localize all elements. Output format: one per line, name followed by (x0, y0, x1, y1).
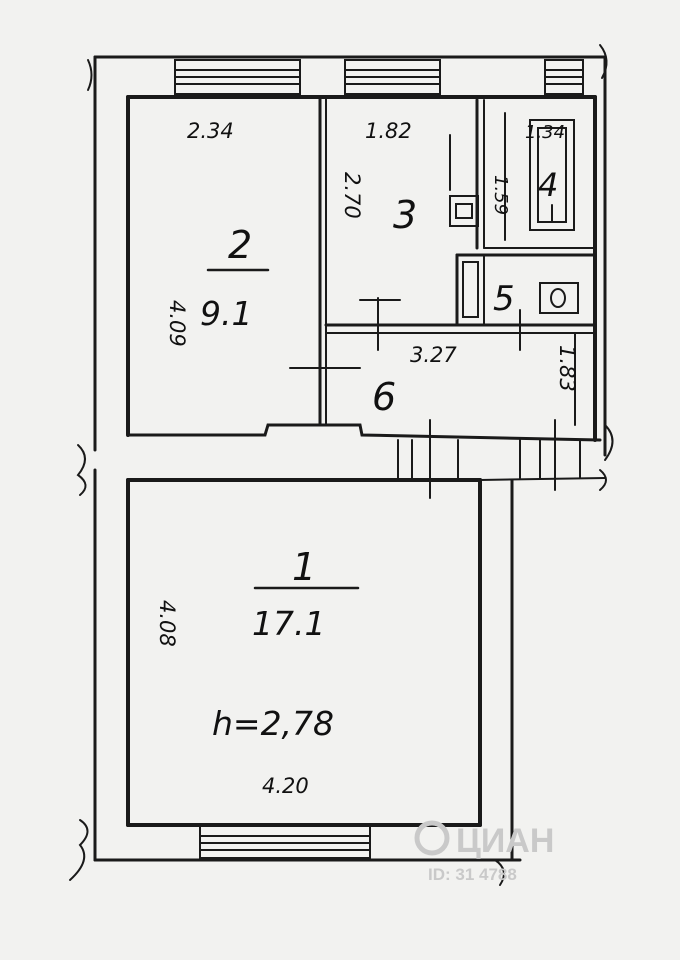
stair-ticks (397, 439, 581, 479)
wall-break-marks (69, 44, 614, 886)
room4-length-dim: 1.59 (490, 175, 511, 215)
room1-height: h=2,78 (212, 704, 334, 743)
toilet-fixture (539, 282, 579, 314)
room4-number: 4 (538, 166, 558, 204)
room6-length-dim: 1.83 (555, 345, 579, 392)
window-top-middle (344, 59, 441, 95)
bathtub-fixture (529, 119, 575, 231)
interior-walls (318, 95, 597, 427)
room1-area: 17.1 (252, 604, 325, 643)
watermark-brand: ЦИАН (456, 822, 554, 860)
watermark-logo-icon (414, 820, 450, 856)
window-top-right (544, 59, 584, 95)
room2-width-dim: 2.34 (187, 119, 234, 143)
room2-length-dim: 4.09 (165, 300, 189, 347)
room6-width-dim: 3.27 (410, 343, 457, 367)
room3-length-dim: 2.70 (340, 172, 364, 219)
room1-number: 1 (292, 545, 316, 589)
watermark: ЦИАН ID: 31 4788 (414, 820, 554, 884)
sink-fixture (449, 195, 479, 227)
room4-width-dim: 1.34 (525, 122, 565, 143)
room2-area: 9.1 (200, 294, 252, 333)
window-bottom (199, 825, 371, 859)
room1-width-dim: 4.20 (262, 774, 309, 798)
window-top-left (174, 59, 301, 95)
room3-width-dim: 1.82 (365, 119, 412, 143)
door-marks (289, 112, 556, 499)
room2-number: 2 (228, 223, 252, 267)
watermark-id: ID: 31 4788 (428, 865, 517, 884)
room3-number: 3 (393, 193, 417, 237)
outer-walls (93, 55, 607, 862)
room6-number: 6 (372, 375, 396, 419)
room5-number: 5 (493, 279, 515, 319)
stove-fixture (462, 261, 479, 318)
room1-length-dim: 4.08 (155, 600, 179, 647)
